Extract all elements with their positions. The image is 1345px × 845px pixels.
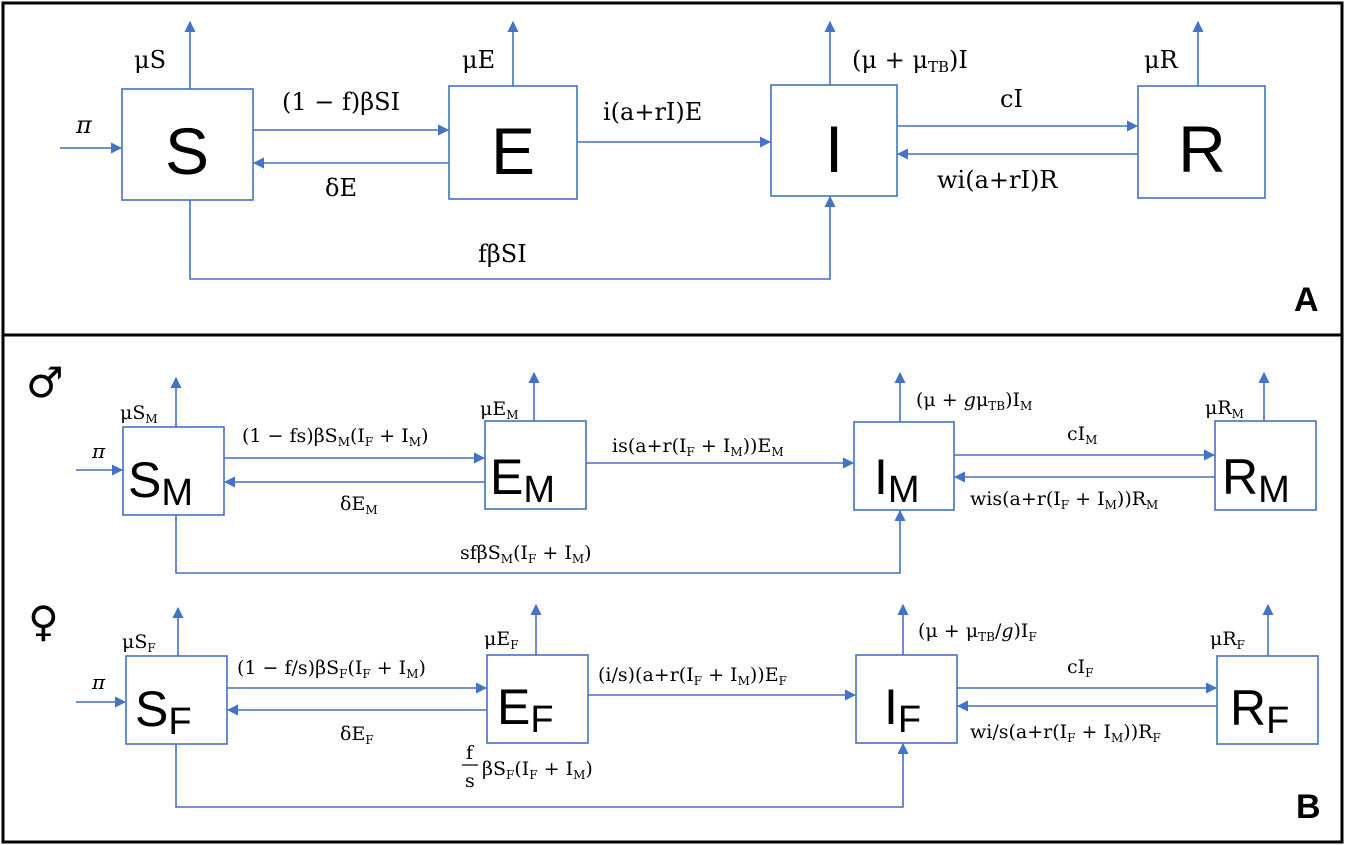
label-mu-r-f: μRF	[1210, 628, 1245, 652]
compartment-s-m: SM	[128, 452, 193, 514]
label-mu-s: μS	[134, 46, 166, 74]
compartment-r: R	[1178, 112, 1226, 186]
label-mu-i-m: (μ + gμTB)IM	[916, 389, 1032, 413]
label-pi: π	[75, 111, 93, 139]
label-e-to-i-f: (i/s)(a+r(IF + IM))EF	[598, 664, 787, 688]
box-s-m	[122, 426, 225, 516]
label-mu-i-f: (μ + μTB/g)IF	[918, 620, 1037, 644]
compartment-i: I	[825, 112, 843, 186]
label-mu-e-m: μEM	[480, 398, 519, 422]
box-r-m	[1214, 420, 1317, 511]
label-s-to-e-f: (1 − f/s)βSF(IF + IM)	[237, 657, 426, 681]
compartment-s: S	[165, 114, 209, 188]
panel-a-tag: A	[1294, 281, 1319, 319]
compartment-i-f: IF	[884, 679, 921, 741]
label-s-to-i-f: βSF(IF + IM)	[482, 758, 593, 782]
label-frac-num-f: f	[466, 742, 475, 764]
compartment-e-m: EM	[490, 449, 555, 511]
compartment-i-m: IM	[874, 449, 920, 511]
male-symbol: ♂	[26, 358, 64, 407]
panel-b-frame	[1, 333, 1344, 844]
label-e-to-s-f: δEF	[340, 723, 374, 747]
compartment-s-f: SF	[135, 681, 192, 743]
box-e-m	[484, 420, 587, 510]
box-e	[448, 85, 578, 200]
label-i-to-r: cI	[1000, 85, 1023, 113]
label-pi-m: π	[91, 439, 106, 463]
box-r-f	[1216, 655, 1319, 745]
label-mu-s-m: μSM	[120, 402, 158, 426]
label-mu-e-f: μEF	[484, 628, 519, 652]
label-r-to-i-f: wi/s(a+r(IF + IM))RF	[970, 721, 1161, 745]
label-mu-r: μR	[1144, 46, 1179, 74]
label-s-to-i-m: sfβSM(IF + IM)	[460, 542, 592, 566]
label-e-to-s: δE	[325, 174, 357, 202]
arrow-s-to-i-m	[175, 509, 906, 574]
label-s-to-i: fβSI	[478, 240, 527, 268]
compartment-e-f: EF	[497, 679, 554, 741]
box-s	[121, 88, 254, 201]
arrow-s-to-i-f	[175, 742, 909, 808]
box-i-m	[853, 421, 955, 511]
label-e-to-s-m: δEM	[340, 493, 378, 517]
label-mu-r-m: μRM	[1205, 397, 1244, 421]
box-r	[1137, 85, 1266, 199]
label-i-to-r-f: cIF	[1067, 656, 1093, 680]
label-r-to-i-m: wis(a+r(IF + IM))RM	[970, 488, 1158, 512]
compartment-e: E	[491, 114, 535, 188]
label-e-to-i-m: is(a+r(IF + IM))EM	[612, 435, 784, 459]
box-s-f	[125, 655, 228, 745]
label-mu-e: μE	[462, 46, 495, 74]
compartment-r-m: RM	[1222, 449, 1290, 511]
label-frac-den-f: s	[465, 770, 475, 792]
arrow-s-to-i	[189, 195, 836, 280]
label-r-to-i: wi(a+rI)R	[937, 166, 1058, 194]
box-i	[770, 84, 898, 197]
box-e-f	[486, 654, 589, 744]
label-s-to-e: (1 − f)βSI	[282, 88, 400, 116]
female-symbol: ♀	[28, 597, 59, 646]
label-mu-i: (μ + μTB)I	[852, 46, 968, 76]
label-pi-f: π	[91, 670, 106, 694]
label-s-to-e-m: (1 − fs)βSM(IF + IM)	[242, 425, 428, 449]
label-e-to-i: i(a+rI)E	[603, 98, 702, 126]
panel-b-tag: B	[1296, 788, 1321, 826]
compartment-r-f: RF	[1230, 680, 1289, 742]
label-i-to-r-m: cIM	[1067, 423, 1097, 447]
label-mu-s-f: μSF	[122, 631, 156, 655]
